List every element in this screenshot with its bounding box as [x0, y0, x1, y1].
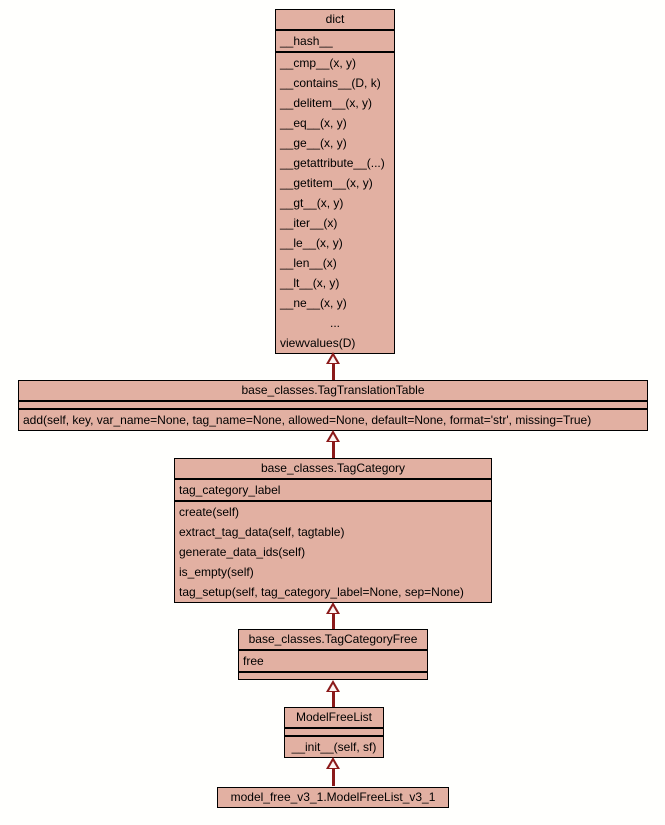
class-method: __ge__(x, y) [280, 136, 347, 150]
class-name-tagcategory: base_classes.TagCategory [260, 461, 406, 475]
class-attributes-compartment [19, 400, 647, 408]
class-box-tagcategory[interactable]: base_classes.TagCategory tag_category_la… [174, 458, 492, 603]
class-box-tagtranslationtable[interactable]: base_classes.TagTranslationTable add(sel… [18, 380, 648, 431]
class-method: create(self) [179, 505, 240, 519]
class-name-compartment: base_classes.TagTranslationTable [19, 381, 647, 400]
class-method: __iter__(x) [280, 216, 338, 230]
class-box-dict[interactable]: dict __hash__ __cmp__(x, y) __contains__… [275, 9, 395, 354]
class-attribute: free [243, 654, 264, 668]
class-method: __cmp__(x, y) [280, 56, 357, 70]
class-name-compartment: base_classes.TagCategory [175, 459, 491, 478]
class-method: tag_setup(self, tag_category_label=None,… [179, 585, 464, 599]
class-method: __le__(x, y) [280, 236, 343, 250]
class-attributes-compartment: __hash__ [276, 29, 394, 51]
class-method: __gt__(x, y) [280, 196, 344, 210]
class-method: __lt__(x, y) [280, 276, 340, 290]
edge-line-modelfreelist-tagcategoryfree [332, 688, 335, 707]
edge-arrow-modelfreelistv31-modelfreelist [326, 757, 340, 769]
edge-line-tagcategoryfree-tagcategory [332, 610, 335, 630]
class-method: extract_tag_data(self, tagtable) [179, 525, 345, 539]
class-attribute: tag_category_label [179, 483, 281, 497]
class-name-modelfreelist: ModelFreeList [295, 710, 373, 724]
class-box-modelfreelist[interactable]: ModelFreeList __init__(self, sf) [284, 707, 384, 758]
class-attributes-compartment: tag_category_label [175, 478, 491, 500]
class-attribute: __hash__ [280, 34, 333, 48]
class-method: __contains__(D, k) [280, 76, 381, 90]
class-method: __getitem__(x, y) [280, 176, 373, 190]
class-name-tagtranslationtable: base_classes.TagTranslationTable [241, 383, 425, 397]
class-methods-compartment: __init__(self, sf) [285, 735, 383, 757]
class-method: __getattribute__(...) [280, 156, 385, 170]
class-method-ellipsis: ... [329, 316, 340, 330]
class-name-modelfreelist-v3-1: model_free_v3_1.ModelFreeList_v3_1 [230, 790, 436, 804]
edge-line-tagcategory-tagtranslationtable [332, 438, 335, 458]
class-method: is_empty(self) [179, 565, 254, 579]
edge-line-tagtranslationtable-dict [332, 360, 335, 380]
edge-arrow-tagtranslationtable-dict [326, 352, 340, 364]
class-name-compartment: model_free_v3_1.ModelFreeList_v3_1 [218, 788, 448, 807]
class-methods-compartment: __cmp__(x, y) __contains__(D, k) __delit… [276, 51, 394, 353]
class-box-modelfreelist-v3-1[interactable]: model_free_v3_1.ModelFreeList_v3_1 [217, 787, 449, 808]
class-name-compartment: ModelFreeList [285, 708, 383, 727]
edge-arrow-modelfreelist-tagcategoryfree [326, 680, 340, 692]
class-method: __len__(x) [280, 256, 337, 270]
edge-line-modelfreelistv31-modelfreelist [332, 765, 335, 786]
class-method: __eq__(x, y) [280, 116, 347, 130]
class-box-tagcategoryfree[interactable]: base_classes.TagCategoryFree free [238, 629, 428, 680]
class-method: viewvalues(D) [280, 336, 356, 350]
class-name-dict: dict [325, 12, 345, 26]
class-name-compartment: dict [276, 10, 394, 29]
class-method: generate_data_ids(self) [179, 545, 306, 559]
class-method: add(self, key, var_name=None, tag_name=N… [23, 413, 592, 427]
class-method: __ne__(x, y) [280, 296, 347, 310]
class-method: __delitem__(x, y) [280, 96, 373, 110]
class-name-compartment: base_classes.TagCategoryFree [239, 630, 427, 649]
class-methods-compartment: add(self, key, var_name=None, tag_name=N… [19, 408, 647, 430]
class-name-tagcategoryfree: base_classes.TagCategoryFree [248, 632, 418, 646]
edge-arrow-tagcategoryfree-tagcategory [326, 602, 340, 614]
class-methods-compartment [239, 671, 427, 679]
class-attributes-compartment: free [239, 649, 427, 671]
class-methods-compartment: create(self) extract_tag_data(self, tagt… [175, 500, 491, 602]
class-method: __init__(self, sf) [291, 740, 377, 754]
edge-arrow-tagcategory-tagtranslationtable [326, 430, 340, 442]
class-attributes-compartment [285, 727, 383, 735]
